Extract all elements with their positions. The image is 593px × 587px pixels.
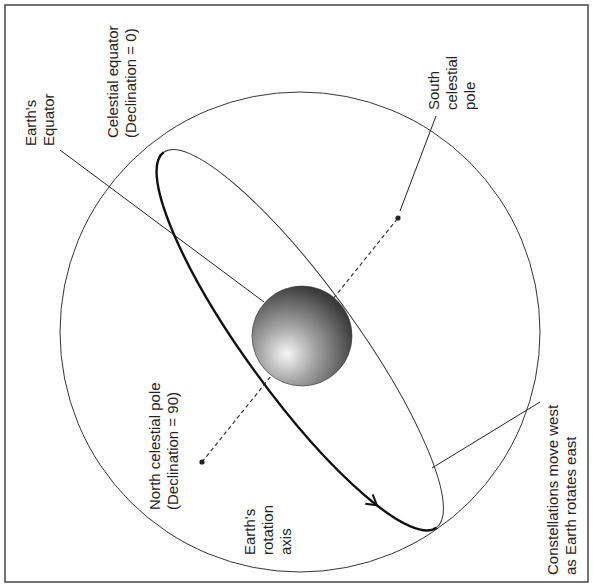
celestial-equator-back <box>119 120 481 560</box>
leader-line <box>60 150 264 302</box>
label: Earth's Equator <box>22 74 58 146</box>
leader-line <box>400 116 436 211</box>
label: North celestial pole (Declination = 90) <box>146 360 182 510</box>
leader-line <box>432 402 540 468</box>
frame <box>5 5 588 582</box>
celestial-sphere <box>60 92 540 572</box>
rotation-axis <box>202 218 398 462</box>
pole-dot <box>395 215 400 220</box>
label: Constellations move west as Earth rotate… <box>544 395 580 575</box>
label: South celestial pole <box>425 40 479 110</box>
pole-dot <box>199 459 204 464</box>
motion-arrowhead <box>365 494 377 505</box>
earth-globe <box>252 286 352 386</box>
label: Earth's rotation axis <box>241 485 295 555</box>
celestial-equator-front <box>157 152 437 530</box>
label: Celestial equator (Declination = 0) <box>104 18 140 138</box>
